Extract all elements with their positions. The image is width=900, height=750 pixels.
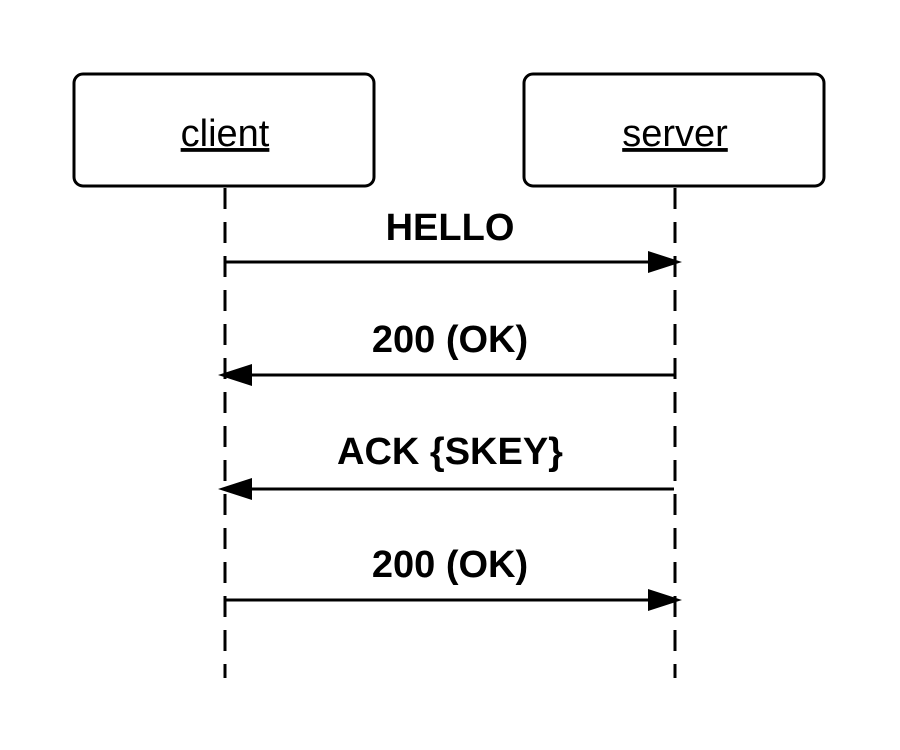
message-3-label: ACK {SKEY} bbox=[337, 431, 563, 473]
message-3-arrowhead bbox=[218, 478, 252, 500]
message-2-arrowhead bbox=[218, 364, 252, 386]
participant-server: server bbox=[522, 72, 826, 678]
message-2: 200 (OK) bbox=[218, 319, 674, 386]
message-2-label: 200 (OK) bbox=[372, 319, 528, 361]
message-4: 200 (OK) bbox=[226, 544, 682, 611]
participant-client: client bbox=[72, 72, 376, 678]
message-4-arrowhead bbox=[648, 589, 682, 611]
message-1-label: HELLO bbox=[386, 207, 515, 249]
server-actor-label: server bbox=[622, 113, 728, 155]
client-actor-box bbox=[72, 72, 376, 188]
message-1-arrowhead bbox=[648, 251, 682, 273]
message-3: ACK {SKEY} bbox=[218, 431, 674, 500]
message-1: HELLO bbox=[226, 207, 682, 273]
client-actor-label: client bbox=[181, 113, 270, 155]
server-actor-box bbox=[522, 72, 826, 188]
message-4-label: 200 (OK) bbox=[372, 544, 528, 586]
